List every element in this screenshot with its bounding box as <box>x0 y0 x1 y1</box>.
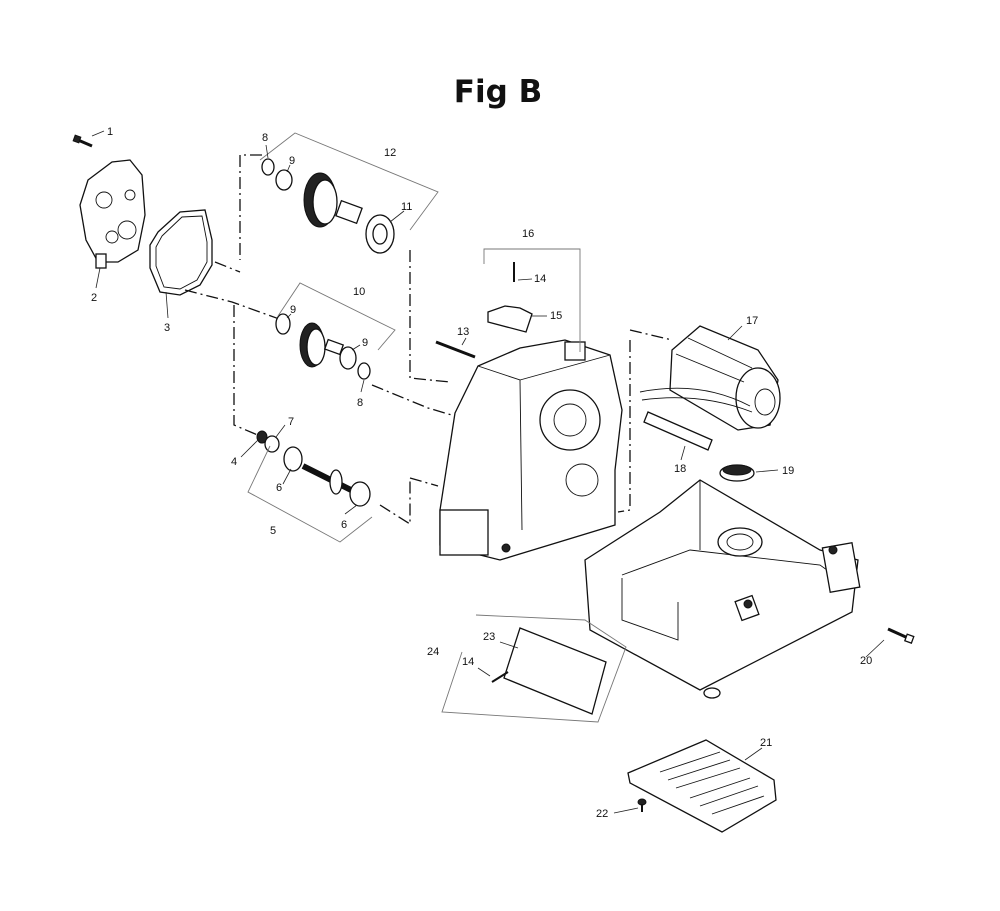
part-23-plate <box>503 627 607 715</box>
part-14-screw-lower <box>491 671 509 683</box>
label-13: 13 <box>457 326 469 338</box>
label-23: 23 <box>483 631 495 643</box>
label-9b: 9 <box>290 304 296 316</box>
label-7: 7 <box>288 416 294 428</box>
label-20: 20 <box>860 655 872 667</box>
leader-lines <box>91 130 885 814</box>
figure-title: Fig B <box>453 74 543 110</box>
label-12: 12 <box>384 147 396 159</box>
part-18-pipe <box>643 411 713 451</box>
part-10-gear-assembly <box>275 313 371 380</box>
label-22: 22 <box>596 808 608 820</box>
label-19: 19 <box>782 465 794 477</box>
part-5-shaft-assembly <box>256 430 371 507</box>
part-2-gear-cover <box>79 159 146 269</box>
part-20-bolt <box>887 627 915 644</box>
label-4: 4 <box>231 456 237 468</box>
label-9a: 9 <box>289 155 295 167</box>
label-15: 15 <box>550 310 562 322</box>
label-8a: 8 <box>262 132 268 144</box>
label-6a: 6 <box>276 482 282 494</box>
label-3: 3 <box>164 322 170 334</box>
label-17: 17 <box>746 315 758 327</box>
label-18: 18 <box>674 463 686 475</box>
label-24: 24 <box>427 646 439 658</box>
base-tub <box>584 479 861 699</box>
assembly-guide-lines <box>184 154 673 526</box>
label-14a: 14 <box>534 273 546 285</box>
label-11: 11 <box>401 201 412 213</box>
part-3-gasket <box>149 209 213 296</box>
part-12-gear-assembly <box>261 158 395 254</box>
part-22-screw <box>637 798 647 812</box>
label-8b: 8 <box>357 397 363 409</box>
part-19-plug <box>719 464 755 482</box>
label-5: 5 <box>270 525 276 537</box>
label-16: 16 <box>522 228 534 240</box>
part-labels: 1 2 3 4 5 6 6 7 8 8 9 9 9 10 11 12 13 14… <box>91 126 872 820</box>
group-brackets <box>247 132 627 723</box>
part-1-screw <box>72 134 93 148</box>
part-13-rod <box>435 340 476 359</box>
part-21-grate <box>627 739 777 833</box>
label-6b: 6 <box>341 519 347 531</box>
gear-case-housing <box>439 339 623 561</box>
label-14b: 14 <box>462 656 474 668</box>
part-16-nameplate-kit <box>487 262 533 333</box>
label-21: 21 <box>760 737 772 749</box>
label-1: 1 <box>107 126 113 138</box>
label-9c: 9 <box>362 337 368 349</box>
label-2: 2 <box>91 292 97 304</box>
part-17-motor <box>639 325 781 431</box>
label-10: 10 <box>353 286 365 298</box>
